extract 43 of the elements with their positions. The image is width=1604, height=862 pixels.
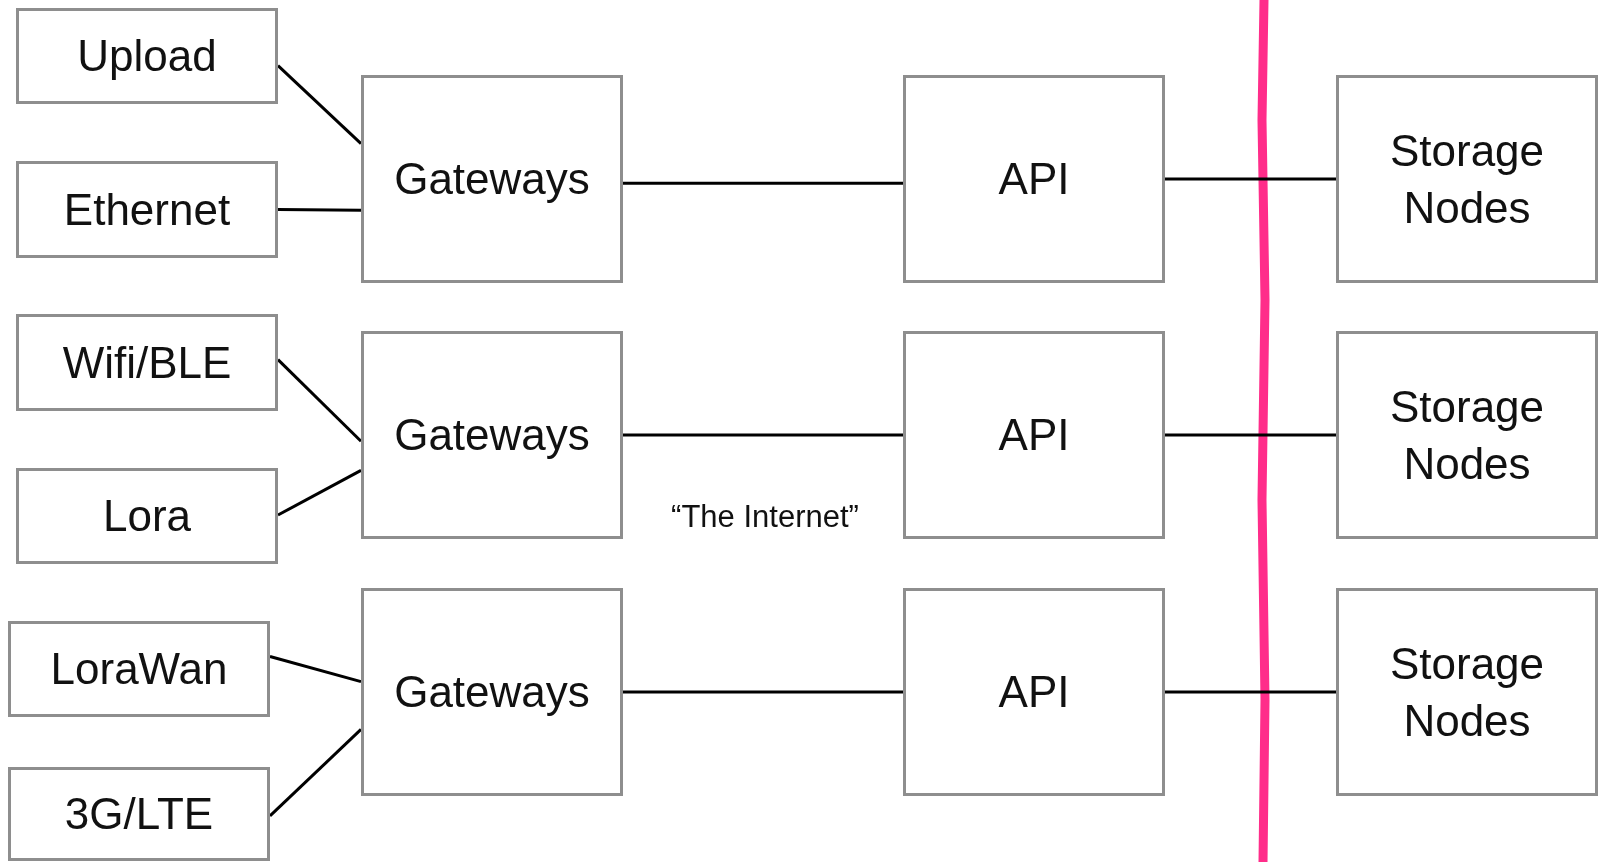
process-box [16,468,278,564]
node-label: Storage Nodes [1388,637,1546,747]
node-label: Gateways [393,409,591,462]
connector-line [276,64,363,145]
connector-line [268,728,363,817]
connector-line [623,690,903,694]
process-box [16,8,278,104]
process-box [361,75,623,283]
node-label: Lora [101,490,193,543]
process-box [361,331,623,539]
connector-line [623,181,903,185]
node-label: API [997,666,1071,719]
connector-line [623,433,903,437]
process-box [1336,331,1598,539]
connector-line [276,358,363,443]
process-box [16,161,278,258]
node-label: Ethernet [62,183,232,236]
node-label: Gateways [393,153,591,206]
node-label: API [997,153,1071,206]
process-box [8,767,270,861]
process-box [8,621,270,717]
node-label: Storage Nodes [1388,124,1546,234]
node-label: LoraWan [49,643,229,696]
process-box [361,588,623,796]
node-label: Storage Nodes [1388,380,1546,490]
process-box [903,588,1165,796]
process-box [903,75,1165,283]
process-box [903,331,1165,539]
process-box [1336,588,1598,796]
connector-line [277,469,362,517]
node-label: API [997,409,1071,462]
process-box [16,314,278,411]
node-label: Upload [76,30,218,83]
process-box [1336,75,1598,283]
node-label: Gateways [393,666,591,719]
connector-line [269,655,362,684]
connector-line [1165,177,1336,181]
annotation-text: “The Internet” [670,498,860,536]
connector-line [1165,433,1336,437]
node-label: Wifi/BLE [61,336,233,389]
connector-line [1165,690,1336,694]
connector-line [278,208,361,212]
node-label: 3G/LTE [63,788,215,841]
